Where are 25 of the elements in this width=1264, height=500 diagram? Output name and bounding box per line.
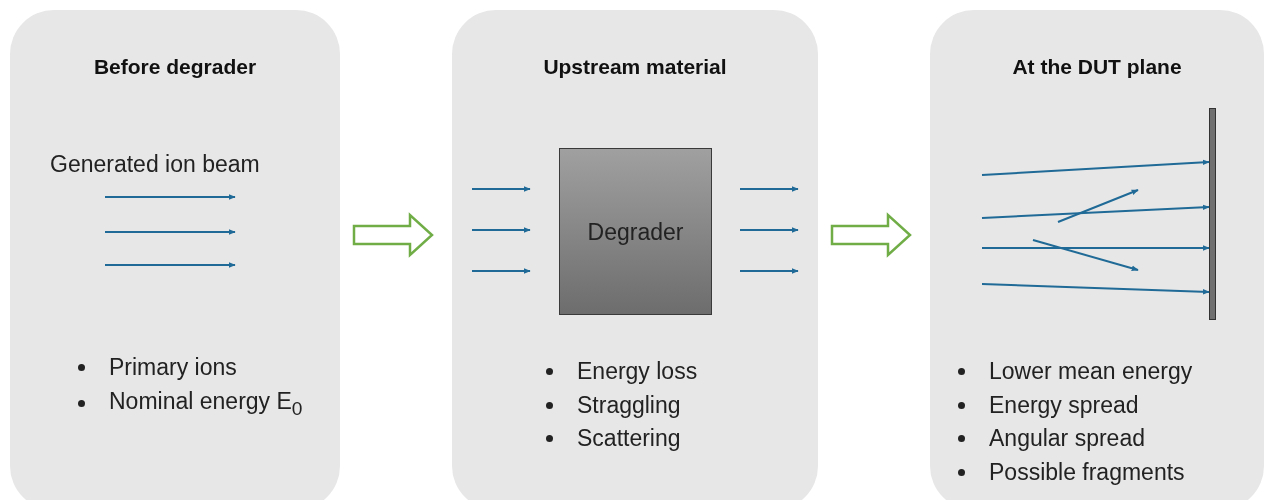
block-arrow <box>352 212 434 258</box>
list-item: Straggling <box>577 392 681 419</box>
list-item: Possible fragments <box>989 459 1185 486</box>
box-label: Degrader <box>586 218 685 246</box>
beam-arrow <box>981 245 1210 251</box>
beam-label: Generated ion beam <box>50 151 260 178</box>
list-item: Energy loss <box>577 358 698 385</box>
degrader-block <box>559 148 712 315</box>
panel-heading: Upstream material <box>542 55 728 79</box>
list-item: Angular spread <box>989 425 1145 452</box>
list-item: Lower mean energy <box>989 358 1193 385</box>
beam-arrow <box>981 204 1210 219</box>
block-arrow <box>830 212 912 258</box>
stage-panel <box>10 10 340 500</box>
target-plane-bar <box>1209 108 1216 320</box>
stage-panel <box>930 10 1264 500</box>
list-item: Scattering <box>577 425 681 452</box>
panel-heading: At the DUT plane <box>1011 55 1183 79</box>
stage-panel <box>452 10 818 500</box>
beam-arrow <box>981 159 1210 176</box>
panel-heading: Before degrader <box>92 55 258 79</box>
list-item: Primary ions <box>109 354 237 381</box>
beam-arrow <box>981 283 1210 295</box>
list-item: Energy spread <box>989 392 1139 419</box>
list-item: Nominal energy E$_{0}$ <box>109 388 303 420</box>
